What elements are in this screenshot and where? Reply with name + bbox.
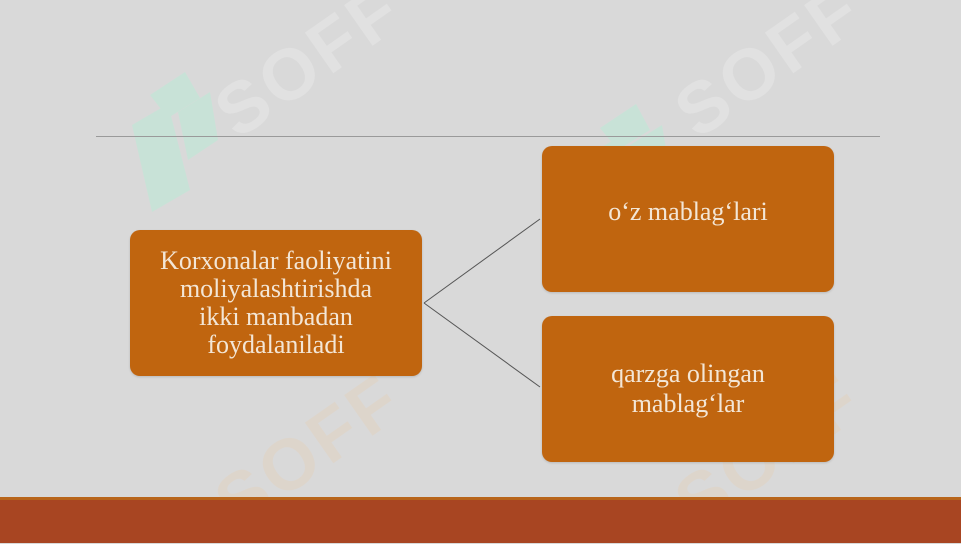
source-node: Korxonalar faoliyatini moliyalashtirishd… [130, 230, 422, 376]
source-line: ikki manbadan [199, 302, 353, 331]
connector-bottom [423, 302, 541, 388]
target-node-own-funds: o‘z mablag‘lari [542, 146, 834, 292]
footer-band [0, 497, 961, 543]
target-node-label: qarzga olingan mablag‘lar [611, 359, 765, 419]
source-line: foydalaniladi [207, 330, 345, 359]
target-node-borrowed-funds: qarzga olingan mablag‘lar [542, 316, 834, 462]
target-node-label: o‘z mablag‘lari [608, 197, 768, 226]
source-line: moliyalashtirishda [179, 274, 373, 303]
horizontal-divider [96, 136, 880, 137]
connector-top [423, 218, 541, 304]
source-line: Korxonalar faoliyatini [160, 246, 392, 275]
target-line: mablag‘lar [631, 389, 745, 418]
target-line: qarzga olingan [611, 359, 765, 388]
source-node-text: Korxonalar faoliyatini moliyalashtirishd… [160, 247, 392, 359]
